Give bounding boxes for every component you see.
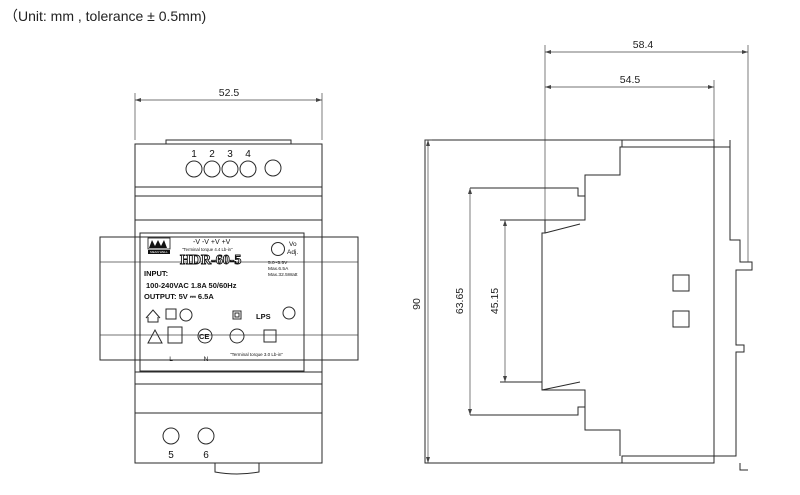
terminal-screw-4: [239, 160, 257, 178]
max-watt: Max.32.5Watt: [268, 272, 298, 278]
lps-mark: LPS: [256, 312, 271, 321]
torque-bottom: "Terminal torque 3.0 Lb-in": [230, 352, 283, 357]
terminal-number-2: 2: [209, 149, 215, 160]
torque-top: "Terminal torque 4.4 Lb-in": [182, 247, 233, 252]
terminal-number-6: 6: [203, 450, 209, 461]
adj-label: Adj.: [287, 249, 298, 256]
vo-adjust-pot: [271, 242, 285, 256]
terminal-screw-3: [221, 160, 239, 178]
top-terminal-block: 1 2 3 4: [185, 149, 282, 178]
ul-listed-icon: [229, 328, 245, 344]
front-view: 52.5 1 2 3 4: [99, 87, 359, 475]
terminal-screw-5: [162, 427, 180, 445]
terminal-number-1: 1: [191, 149, 197, 160]
input-spec: 100-240VAC 1.8A 50/60Hz: [146, 281, 237, 290]
indoor-use-icon: [145, 309, 161, 323]
vent-lower: [672, 310, 690, 328]
vo-range: 5.0~5.5V: [268, 260, 288, 266]
input-title: INPUT:: [144, 269, 168, 278]
terminal-hole: [264, 159, 282, 177]
terminal-n-label: N: [204, 356, 209, 363]
unit-caption: （Unit: mm , tolerance ± 0.5mm): [4, 8, 207, 24]
terminal-screw-2: [203, 160, 221, 178]
bottom-terminal-block: 5 6: [162, 427, 215, 461]
height-mid-dim: 63.65: [454, 288, 466, 314]
efficiency-mark-icon: [179, 308, 193, 322]
approval-icon: [263, 329, 277, 343]
vo-label: Vo: [289, 241, 297, 248]
terminal-number-5: 5: [168, 450, 174, 461]
warning-icon: [147, 328, 163, 344]
terminal-screw-1: [185, 160, 203, 178]
side-depth-body-dim: 54.5: [620, 74, 641, 86]
side-view: 58.4 54.5 90 63.65: [411, 39, 753, 471]
class-ii-icon: [232, 310, 242, 320]
height-inner-dim: 45.15: [489, 288, 501, 314]
terminal-screw-6: [197, 427, 215, 445]
height-total-dim: 90: [411, 298, 423, 310]
terminal-l-label: L: [169, 356, 173, 363]
ul-mark-icon: [282, 306, 296, 320]
mean-well-logo: MEAN WELL: [147, 237, 171, 254]
product-label: MEAN WELL -V -V +V +V "Terminal torque 4…: [139, 232, 305, 372]
terminal-number-3: 3: [227, 149, 233, 160]
ce-circle: [197, 328, 213, 344]
pin-labels: -V -V +V +V: [193, 239, 231, 246]
tuv-mark-icon: [167, 326, 183, 344]
front-width-dim: 52.5: [219, 87, 240, 99]
output-spec: OUTPUT: 5V ⎓ 6.5A: [144, 292, 214, 301]
model-name: HDR-60-5: [180, 253, 241, 268]
max-current: Max.6.5A: [268, 266, 289, 272]
certification-icon: [165, 308, 177, 320]
side-depth-total-dim: 58.4: [633, 39, 654, 51]
brand-name: MEAN WELL: [150, 250, 168, 254]
terminal-number-4: 4: [245, 149, 251, 160]
vent-upper: [672, 274, 690, 292]
ce-mark: CE: [199, 332, 209, 341]
